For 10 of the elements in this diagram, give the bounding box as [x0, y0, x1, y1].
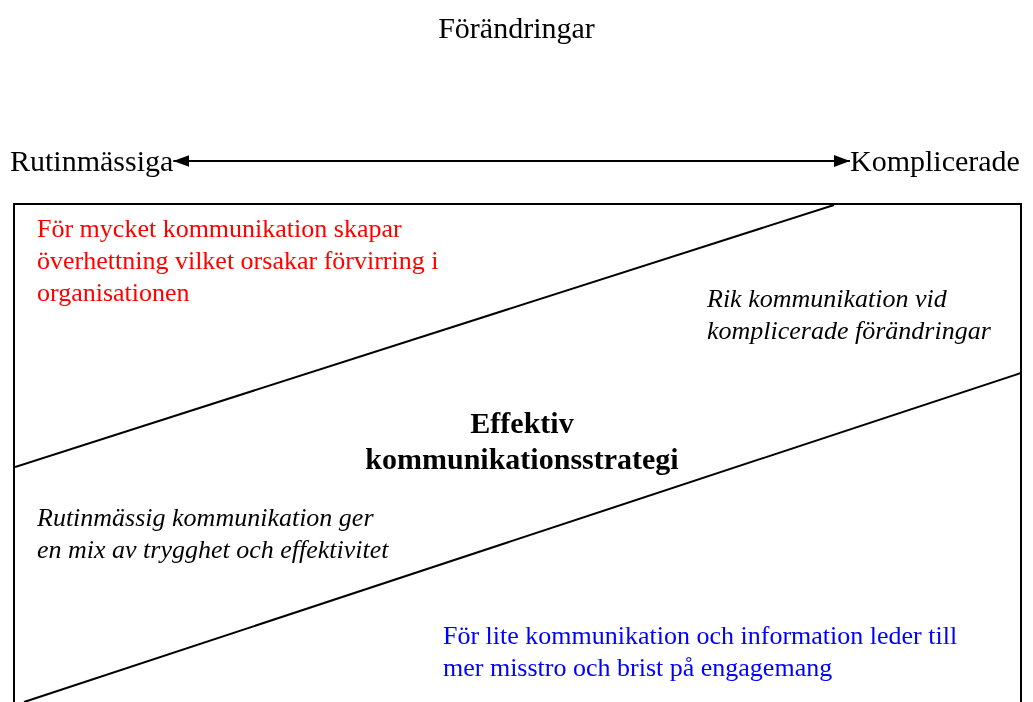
- region-note: Rik kommunikation vid komplicerade förändringar: [707, 283, 992, 347]
- region-note: För mycket kommunikation skapar överhettning vilket orsakar förvirring i organisationen: [37, 213, 440, 309]
- axis-end-label: Komplicerade: [850, 143, 1020, 179]
- region-note: Rutinmässig kommunikation ger en mix av trygghet och effektivitet: [37, 502, 390, 566]
- frame-box: [13, 203, 1022, 702]
- center-heading: Effektiv kommunikationsstrategi: [364, 405, 680, 477]
- double-arrow: [172, 155, 851, 167]
- region-note: För lite kommunikation och information leder till mer misstro och brist på engagemang: [443, 620, 959, 684]
- axis-end-label: Rutinmässiga: [10, 143, 174, 179]
- title: Förändringar: [437, 10, 596, 46]
